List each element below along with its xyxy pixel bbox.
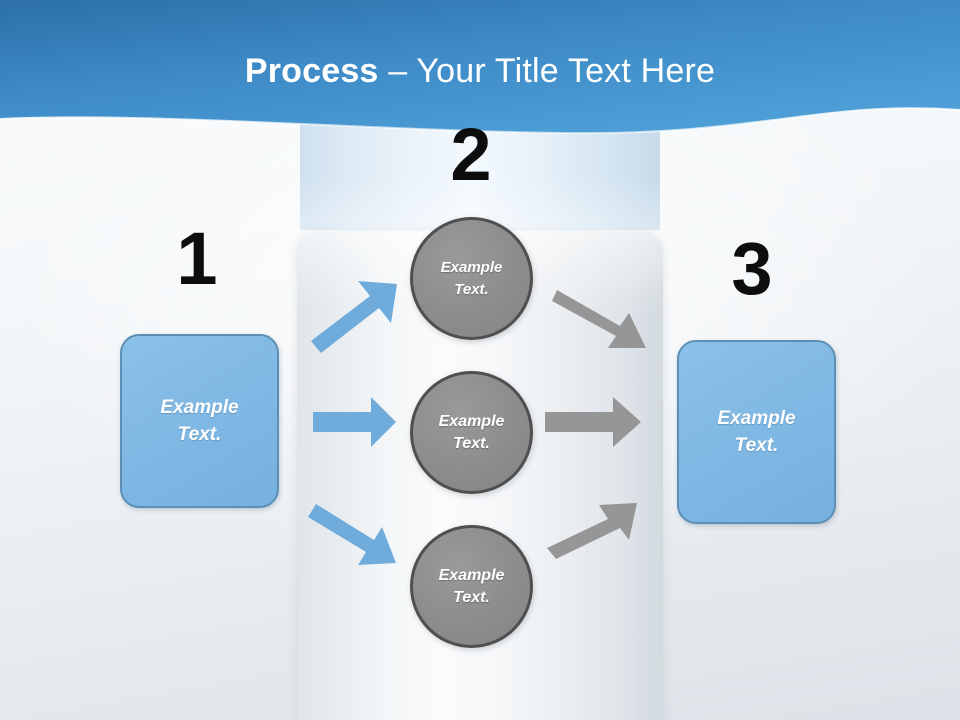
title-bold-part: Process xyxy=(244,52,379,90)
process-circle-1-text: Example Text. xyxy=(441,257,503,301)
header-banner-shape xyxy=(0,0,960,134)
input-box-left-line2: Text. xyxy=(177,424,222,445)
page-title: Process – Your Title Text Here xyxy=(0,50,960,92)
step-number-3: 3 xyxy=(731,227,773,310)
process-circle-3-line1: Example xyxy=(438,566,505,584)
input-box-left-text: Example Text. xyxy=(160,394,238,448)
output-box-right-line2: Text. xyxy=(734,435,779,456)
process-circle-3[interactable]: Example Text. xyxy=(410,525,533,648)
process-circle-1-line1: Example xyxy=(440,258,503,276)
process-circle-1[interactable]: Example Text. xyxy=(410,217,533,340)
process-circle-1-line2: Text. xyxy=(454,280,489,298)
input-box-left[interactable]: Example Text. xyxy=(120,334,279,508)
output-box-right-line1: Example xyxy=(717,408,796,429)
process-circle-2-text: Example Text. xyxy=(439,411,505,455)
process-circle-2-line1: Example xyxy=(438,412,505,430)
title-rest-part: Your Title Text Here xyxy=(416,52,716,90)
process-circle-2[interactable]: Example Text. xyxy=(410,371,533,494)
step-number-2: 2 xyxy=(450,113,492,196)
step-number-1: 1 xyxy=(176,217,218,300)
header-banner xyxy=(0,0,960,150)
output-box-right[interactable]: Example Text. xyxy=(677,340,836,524)
output-box-right-text: Example Text. xyxy=(717,405,795,459)
header-banner-highlight xyxy=(0,107,960,135)
process-circle-3-text: Example Text. xyxy=(439,565,505,609)
title-separator: – xyxy=(378,52,417,90)
process-circle-2-line2: Text. xyxy=(453,434,490,452)
process-circle-3-line2: Text. xyxy=(453,588,490,606)
input-box-left-line1: Example xyxy=(160,397,239,418)
